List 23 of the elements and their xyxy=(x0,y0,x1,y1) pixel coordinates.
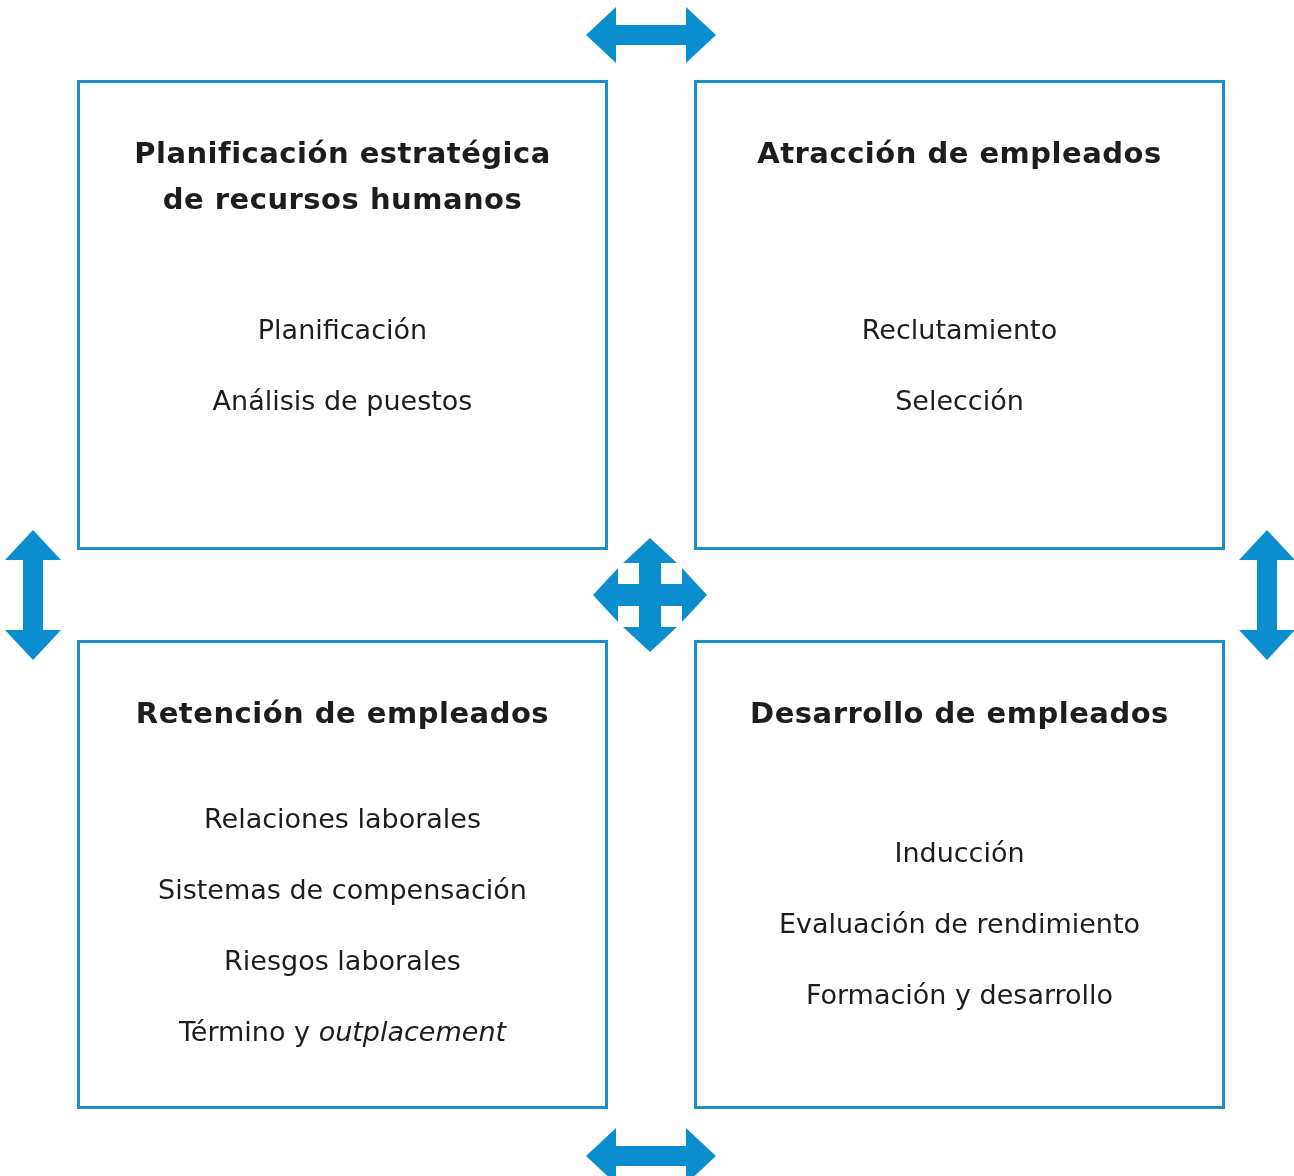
process-box xyxy=(694,640,1225,1109)
box-title: Retención de empleados xyxy=(134,695,551,732)
double-arrow xyxy=(5,530,61,660)
list-item: Formación y desarrollo xyxy=(804,978,1115,1012)
box-title: Atracción de empleados xyxy=(756,135,1163,172)
process-box xyxy=(77,640,608,1109)
list-item: Evaluación de rendimiento xyxy=(777,907,1142,941)
double-arrow xyxy=(586,7,716,63)
process-box xyxy=(694,80,1225,550)
list-item: Sistemas de compensación xyxy=(157,873,528,907)
list-item: Inducción xyxy=(893,836,1026,870)
box-title: Planificación estratégica de recursos humanos xyxy=(133,135,552,218)
list-item: Término y outplacement xyxy=(177,1015,508,1049)
list-item: Relaciones laborales xyxy=(203,802,482,836)
process-box xyxy=(77,80,608,550)
list-item: Planificación xyxy=(256,313,429,347)
box-title: Desarrollo de empleados xyxy=(749,695,1170,732)
list-item: Reclutamiento xyxy=(860,313,1059,347)
double-arrow xyxy=(586,1128,716,1176)
list-item: Análisis de puestos xyxy=(211,384,474,418)
list-item: Selección xyxy=(894,384,1025,418)
double-arrow xyxy=(1239,530,1294,660)
list-item: Riesgos laborales xyxy=(223,944,462,978)
